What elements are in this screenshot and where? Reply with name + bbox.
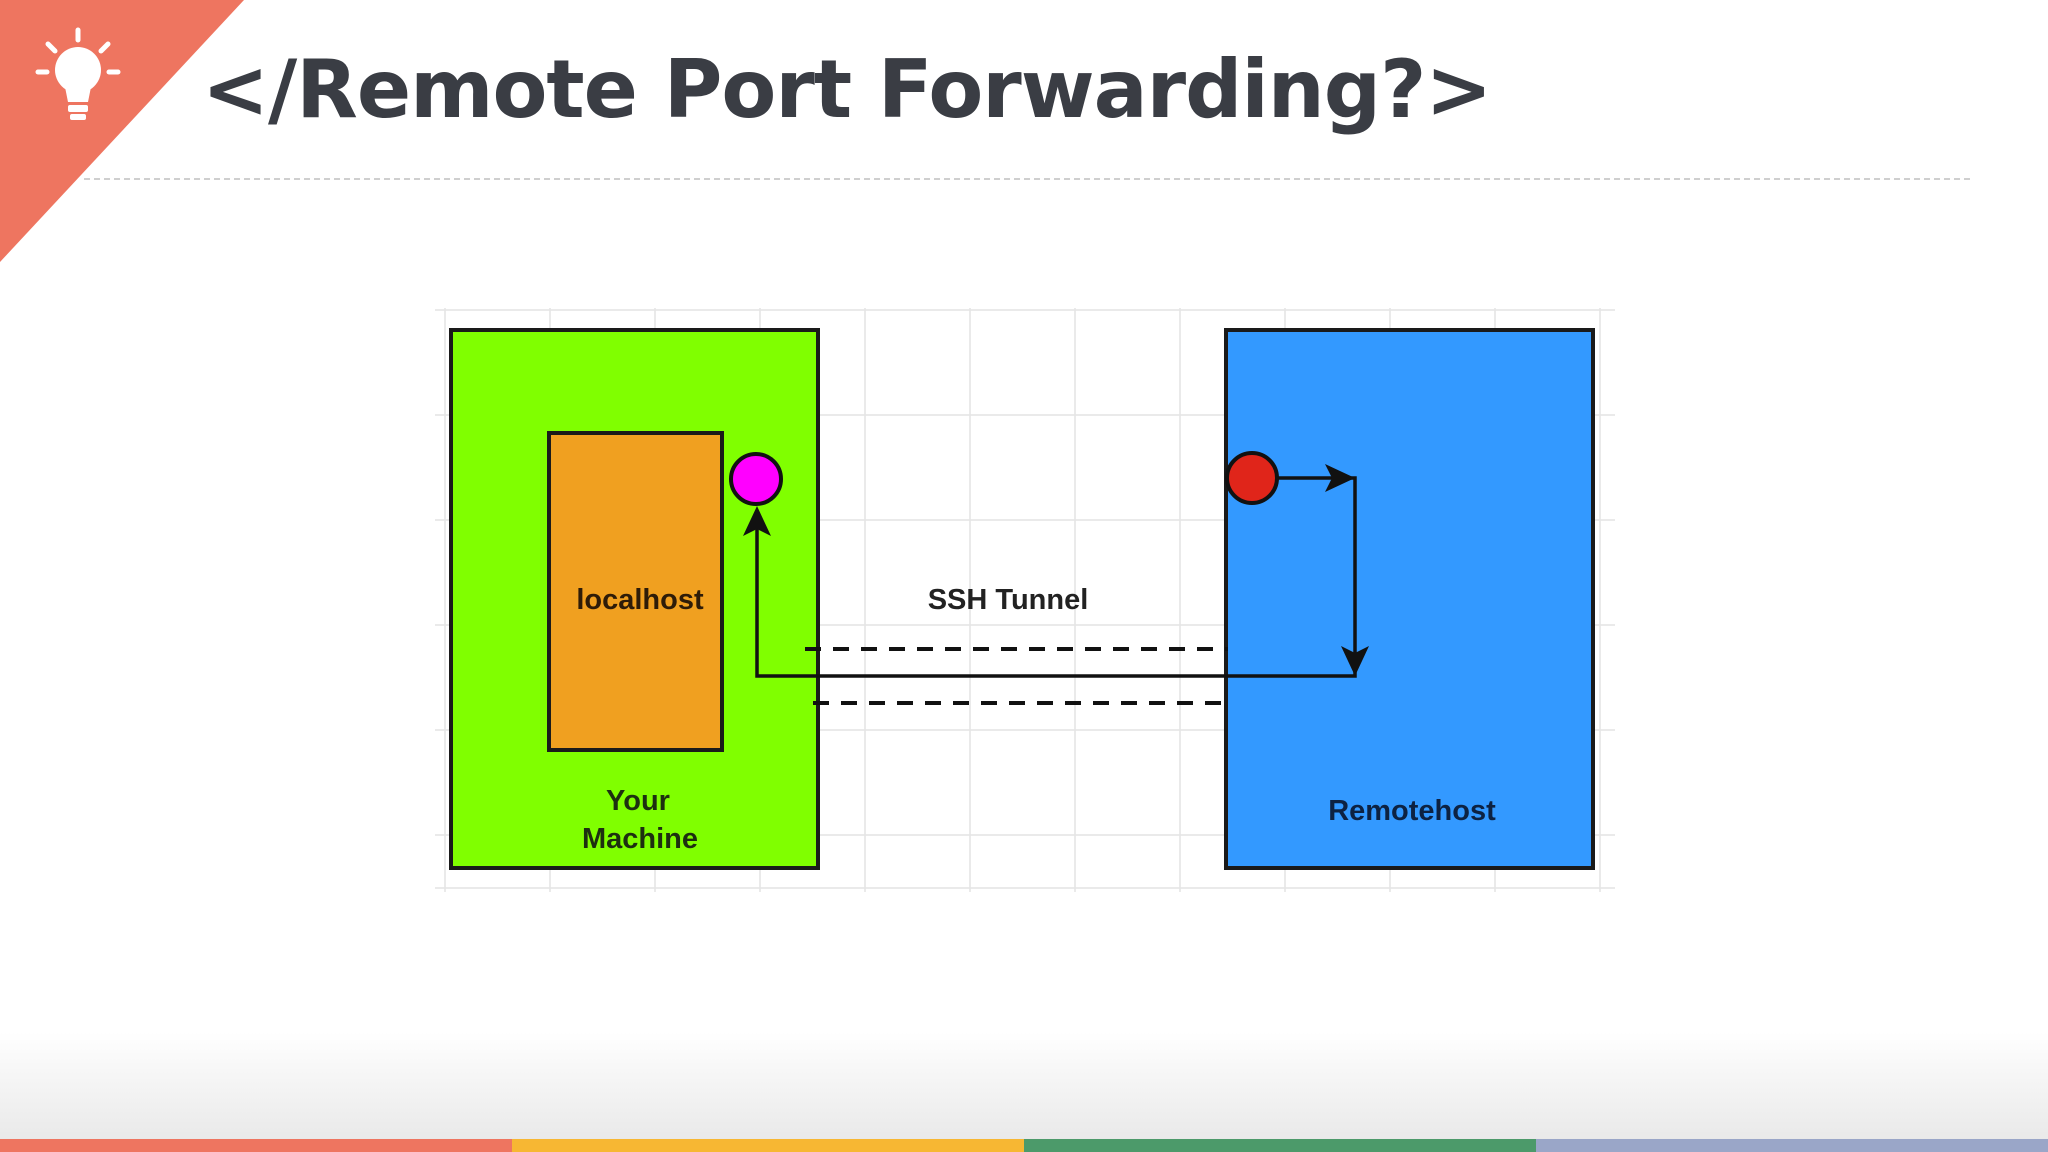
local-port-circle (729, 452, 783, 506)
your-machine-label-line1: Your (606, 785, 670, 817)
footer-color-stripes (0, 1139, 2048, 1152)
footer-stripe-4 (1536, 1139, 2048, 1152)
footer-stripe-2 (512, 1139, 1024, 1152)
footer-stripe-3 (1024, 1139, 1536, 1152)
localhost-label: localhost (576, 584, 704, 616)
port-forwarding-diagram: localhost SSH Tunnel Your Machine Remote… (435, 308, 1615, 892)
localhost-box (547, 431, 724, 752)
remote-port-circle (1225, 451, 1279, 505)
slide-title: </Remote Port Forwarding?> (202, 43, 1492, 136)
remotehost-label: Remotehost (1328, 795, 1496, 827)
your-machine-label-line2: Machine (582, 823, 698, 855)
arrow-head-right (1325, 464, 1355, 492)
ssh-tunnel-label: SSH Tunnel (928, 584, 1089, 616)
lightbulb-icon (35, 27, 121, 120)
footer-fade (0, 1032, 2048, 1140)
arrow-head-down (1341, 646, 1369, 676)
title-divider (84, 178, 1970, 180)
arrow-head-up (743, 506, 771, 536)
footer-stripe-1 (0, 1139, 512, 1152)
corner-accent (0, 0, 244, 262)
remotehost-box (1224, 328, 1595, 870)
